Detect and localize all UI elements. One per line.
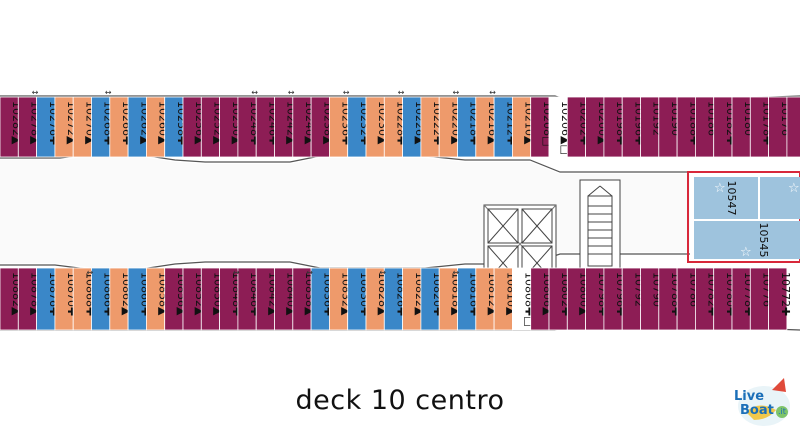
star-icon: ☆ [788,181,800,196]
connecting-door-icon: ↔ [343,88,350,97]
cabin-row-top: 10282▲10278▲10276✚10272▲10270▲10268✚1026… [0,96,800,158]
cabin-10252[interactable]: 10252▲ [200,96,224,158]
connector-markers: ↔ ↔ ↔ ↔ ↔ ↔ ↔ ↔ ↔ ↔ ↔ ↔ ↔ [32,88,497,277]
suite-extra[interactable] [760,177,800,219]
connecting-door-icon: ↔ [105,88,112,97]
connecting-door-icon: ↔ [32,88,39,97]
suite-outline [687,171,800,263]
cabin-number: 10772✚ [779,272,792,316]
suite-area: 10547 10545 ☆ ☆ ☆ [687,171,800,263]
connecting-door-icon: ↔ [453,88,460,97]
connecting-door-icon: ↔ [251,88,258,97]
cabin-10172[interactable]: 10172✚ [786,96,800,158]
connecting-door-icon: ↔ [87,268,94,277]
cabin-number: 10172✚ [797,101,800,145]
logo-text-suffix: .it [778,407,786,416]
logo-text-line2: Boat [740,403,774,418]
star-icon: ☆ [740,245,752,260]
star-icon: ☆ [714,181,726,196]
connecting-door-icon: ↔ [398,88,405,97]
connecting-door-icon: ↔ [489,88,496,97]
logo-text-line1: Live [734,389,764,404]
suite-10545[interactable] [694,221,800,259]
cabin-10772[interactable]: 10772✚ [768,267,792,331]
connecting-door-icon: ↔ [233,268,240,277]
cabin-10246[interactable]: 10246✚ [255,96,279,158]
suite-number: 10545 [757,223,770,258]
deck-caption: deck 10 centro [295,385,505,416]
suite-10547[interactable] [694,177,758,219]
connecting-door-icon: ↔ [379,268,386,277]
connecting-door-icon: ↔ [453,268,460,277]
deck-plan: 10282▲10278▲10276✚10272▲10270▲10268✚1026… [0,88,800,331]
liveboat-logo: Live Boat .it [734,378,790,426]
suite-number: 10547 [725,181,738,216]
connecting-door-icon: ↔ [306,268,313,277]
connecting-door-icon: ↔ [288,88,295,97]
cabin-row-bottom: 10882▲10878▲10876✚10870✚10868✚10866✚1086… [0,267,792,331]
